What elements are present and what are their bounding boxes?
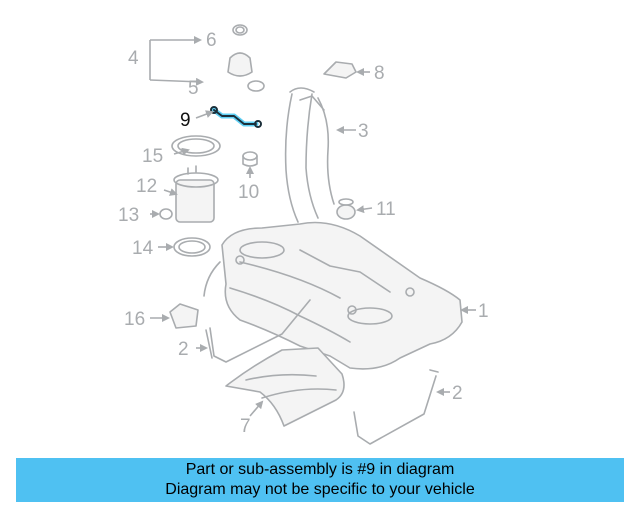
callout-8: 8 (374, 63, 385, 84)
heat-shield-part-7[interactable] (225, 347, 345, 427)
callout-6: 6 (206, 30, 217, 51)
callout-7: 7 (240, 416, 251, 437)
bushing-part-4[interactable] (227, 52, 253, 77)
washer-part-5[interactable] (247, 80, 265, 92)
banner-line-2: Diagram may not be specific to your vehi… (165, 481, 475, 498)
tank-strap-left-part-2[interactable] (205, 299, 311, 363)
vent-line-part-9[interactable] (210, 106, 262, 128)
seal-ring-part-15[interactable] (171, 135, 221, 157)
callout-11: 11 (376, 199, 396, 220)
fitting-part-13[interactable] (159, 208, 173, 220)
callout-4: 4 (128, 48, 139, 69)
callout-9: 9 (180, 110, 191, 131)
tank-strap-right-part-2[interactable] (353, 369, 439, 445)
lock-ring-part-14[interactable] (173, 237, 211, 257)
bracket-part-8[interactable] (323, 61, 357, 79)
fuel-tank-part-1[interactable] (203, 221, 463, 370)
callout-13: 13 (118, 205, 139, 226)
filler-pipe-part-3[interactable] (284, 87, 335, 223)
fuel-cap-part-11[interactable] (336, 198, 356, 220)
callout-12: 12 (136, 176, 157, 197)
leader-lines (149, 36, 476, 417)
banner-line-1: Part or sub-assembly is #9 in diagram (185, 461, 455, 478)
fuel-pump-part-12[interactable] (173, 165, 219, 223)
grommet-part-6[interactable] (232, 24, 248, 36)
callout-2-left: 2 (178, 339, 189, 360)
callout-5: 5 (188, 78, 199, 99)
callout-2-right: 2 (452, 383, 463, 404)
sensor-part-16[interactable] (169, 303, 199, 329)
callout-10: 10 (238, 182, 259, 203)
callout-15: 15 (142, 146, 163, 167)
parts-diagram: 4 6 5 9 15 12 13 14 16 2 10 11 3 8 1 2 7 (118, 24, 489, 445)
info-banner: Part or sub-assembly is #9 in diagram Di… (16, 458, 624, 502)
callout-1: 1 (478, 301, 489, 322)
callout-3: 3 (358, 121, 369, 142)
callout-14: 14 (132, 238, 154, 259)
cap-part-10[interactable] (242, 151, 258, 167)
callout-16: 16 (124, 309, 145, 330)
